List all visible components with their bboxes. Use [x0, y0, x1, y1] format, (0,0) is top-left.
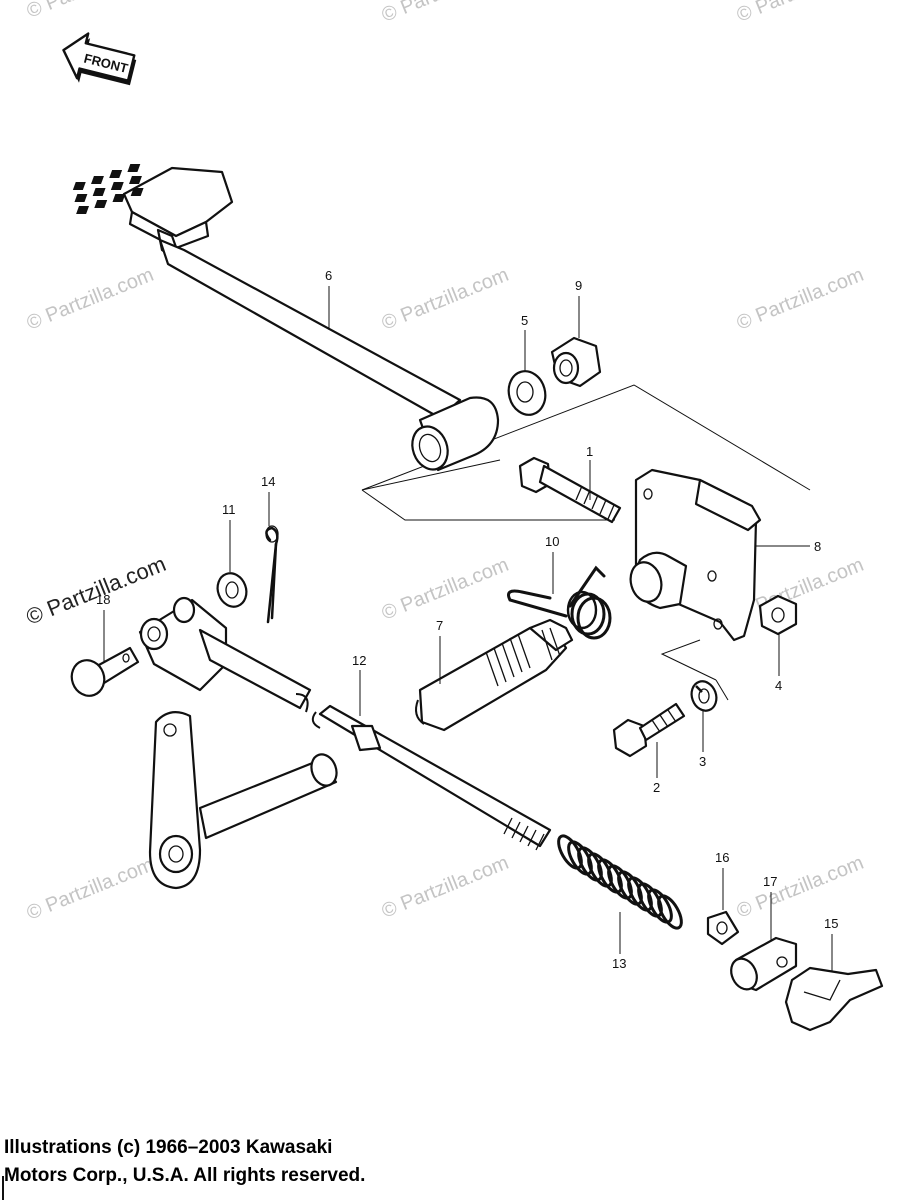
brake-rod: [311, 704, 552, 851]
callout-8: 8: [814, 539, 821, 554]
rod-clevis: [138, 596, 312, 713]
brake-lever-arm: [148, 711, 338, 890]
callout-4: 4: [775, 678, 782, 693]
copyright-line-2: Motors Corp., U.S.A. All rights reserved…: [4, 1165, 366, 1186]
callout-17: 17: [763, 874, 777, 889]
mounting-bolt: [612, 702, 686, 758]
callout-2: 2: [653, 780, 660, 795]
callout-6: 6: [325, 268, 332, 283]
watermark: © Partzilla.com: [379, 852, 512, 923]
callout-1: 1: [586, 444, 593, 459]
pedal-bracket: [629, 468, 762, 642]
callout-15: 15: [824, 916, 838, 931]
rod-spring: [557, 834, 683, 930]
callout-7: 7: [436, 618, 443, 633]
callouts: 1 2 3 4 5 6 7 8 9 10 11 12 13 14 15 16 1: [96, 268, 838, 972]
assembly-guide-lines: [361, 384, 811, 701]
callout-12: 12: [352, 653, 366, 668]
acorn-nut: [550, 336, 602, 388]
rod-washer: [706, 910, 740, 946]
wing-nut: [784, 966, 884, 1032]
callout-10: 10: [545, 534, 559, 549]
callout-13: 13: [612, 956, 626, 971]
copyright-notice: Illustrations (c) 1966–2003 Kawasaki Mot…: [4, 1134, 365, 1190]
watermark: © Partzilla.com: [379, 264, 512, 335]
watermark: © Partzilla.com: [734, 264, 867, 335]
watermark: © Partzilla.com: [24, 0, 157, 23]
brake-pedal: [72, 164, 500, 472]
pivot-shaft: [415, 618, 574, 732]
copyright-line-1: Illustrations (c) 1966–2003 Kawasaki: [4, 1137, 333, 1158]
watermark: © Partzilla.com: [734, 0, 867, 27]
front-arrow-icon: FRONT: [62, 32, 137, 86]
callout-14: 14: [261, 474, 275, 489]
clevis-washer: [216, 572, 248, 608]
watermark: © Partzilla.com: [379, 0, 512, 27]
watermark: © Partzilla.com: [24, 854, 157, 925]
callout-16: 16: [715, 850, 729, 865]
hex-bolt: [518, 456, 622, 524]
callout-11: 11: [222, 502, 236, 517]
joint-pin: [730, 936, 798, 992]
return-spring: [507, 565, 612, 640]
watermark: © Partzilla.com: [23, 551, 170, 630]
callout-18: 18: [96, 592, 110, 607]
washer: [507, 370, 547, 416]
callout-5: 5: [521, 313, 528, 328]
clevis-pin: [70, 646, 140, 697]
callout-9: 9: [575, 278, 582, 293]
watermark: © Partzilla.com: [734, 852, 867, 923]
watermark: © Partzilla.com: [24, 264, 157, 335]
callout-3: 3: [699, 754, 706, 769]
watermark: © Partzilla.com: [379, 554, 512, 625]
lock-washer: [690, 680, 718, 712]
cotter-pin: [265, 525, 279, 624]
hex-nut: [758, 594, 798, 636]
